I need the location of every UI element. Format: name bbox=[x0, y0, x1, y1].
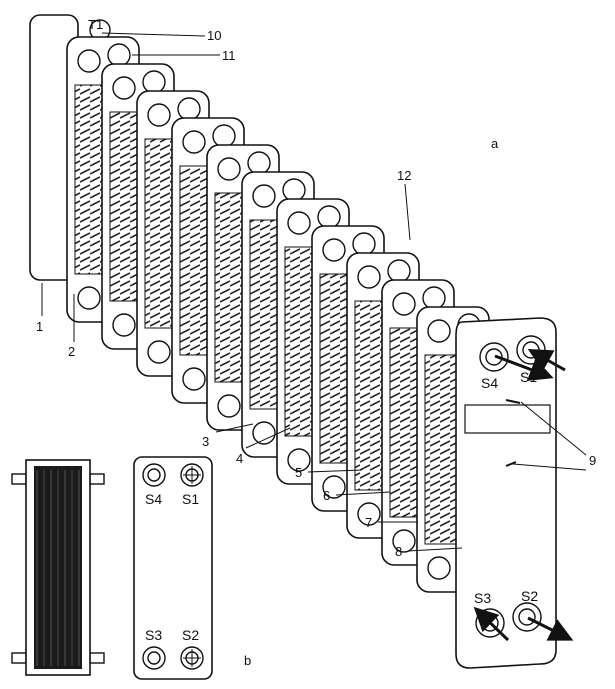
side-view-exchanger bbox=[11, 459, 105, 676]
label-1: 1 bbox=[36, 319, 43, 334]
label-t1: T1 bbox=[88, 17, 103, 32]
label-6: 6 bbox=[323, 488, 330, 503]
front-port-label-s2: S2 bbox=[521, 588, 538, 604]
front-port-label-s4: S4 bbox=[481, 375, 498, 391]
flow-arrow-s2 bbox=[527, 616, 574, 641]
flow-arrow-s4 bbox=[494, 354, 554, 381]
nameplate bbox=[464, 404, 551, 434]
label-10: 10 bbox=[207, 28, 221, 43]
panel-b-label-s1: S1 bbox=[182, 491, 199, 507]
label-panel-a: a bbox=[491, 136, 499, 151]
label-12: 12 bbox=[397, 168, 411, 183]
label-3: 3 bbox=[202, 434, 209, 449]
panel-b-label-s2: S2 bbox=[182, 627, 199, 643]
label-4: 4 bbox=[236, 451, 243, 466]
label-7: 7 bbox=[365, 515, 372, 530]
mounting-bolt-top bbox=[505, 399, 521, 404]
front-port-label-s3: S3 bbox=[474, 590, 491, 606]
label-11: 11 bbox=[222, 48, 236, 63]
front-view-exchanger bbox=[133, 456, 213, 680]
label-9: 9 bbox=[589, 453, 596, 468]
mounting-bolt-bottom bbox=[505, 461, 517, 467]
label-5: 5 bbox=[295, 465, 302, 480]
flow-arrow-s1 bbox=[527, 349, 566, 372]
front-pressure-plate bbox=[455, 317, 574, 669]
plate-stack bbox=[66, 36, 490, 593]
panel-b-label-s4: S4 bbox=[145, 491, 162, 507]
front-port-label-s1: S1 bbox=[520, 369, 537, 385]
label-panel-b: b bbox=[244, 653, 251, 668]
label-8: 8 bbox=[395, 544, 402, 559]
flow-arrow-s3 bbox=[473, 606, 510, 642]
panel-b-label-s3: S3 bbox=[145, 627, 162, 643]
label-2: 2 bbox=[68, 344, 75, 359]
leader-lines bbox=[41, 32, 587, 552]
